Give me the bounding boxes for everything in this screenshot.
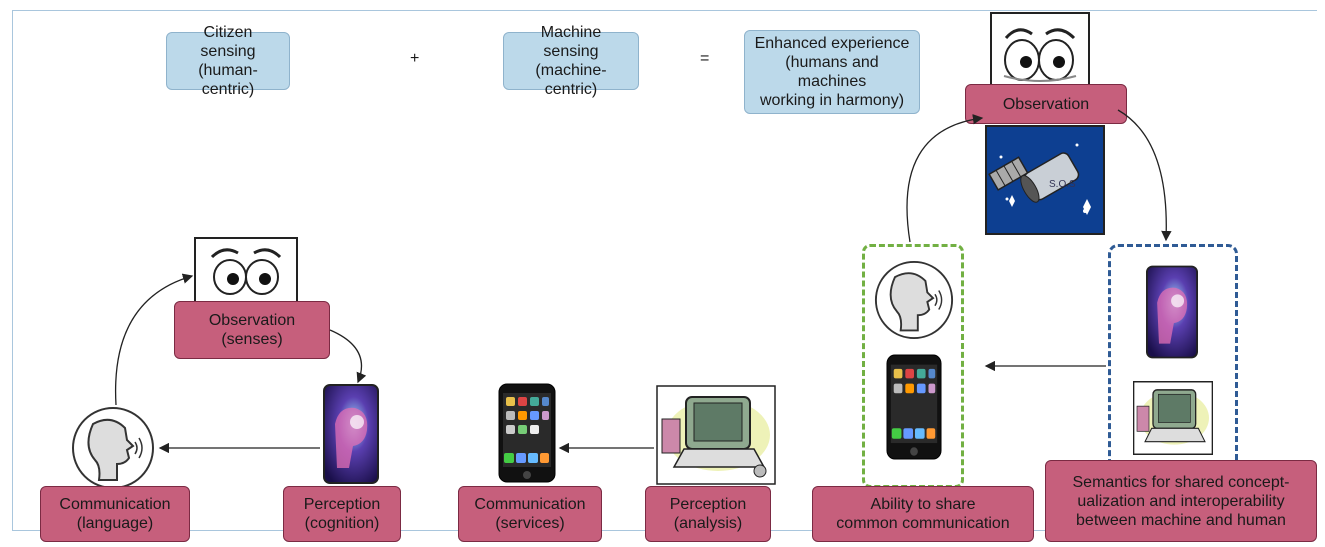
ability-line-2: common communication — [836, 515, 1010, 532]
semantics-line-3: between machine and human — [1076, 511, 1286, 529]
enhanced-line-1: Enhanced experience — [754, 35, 910, 52]
brain-head-icon — [323, 384, 379, 484]
diagram-frame — [12, 10, 1317, 530]
arrow-communication-to-observation — [114, 273, 194, 406]
eyes-icon — [210, 248, 282, 295]
ability-line-1: Ability to share — [870, 496, 976, 513]
communication-language-line-1: Communication — [59, 496, 171, 513]
ability-to-share-label: Ability to share common communication — [812, 486, 1034, 542]
perception-analysis-line-1: Perception — [669, 496, 747, 513]
observation-label-right: Observation — [965, 84, 1127, 124]
communication-services-line-1: Communication — [474, 496, 586, 513]
machine-sensing-box: Machine sensing (machine-centric) — [503, 24, 639, 98]
equals-sign: = — [700, 50, 710, 67]
communication-services-line-2: (services) — [495, 515, 565, 532]
semantics-label: Semantics for shared concept- ualization… — [1045, 460, 1317, 542]
enhanced-experience-box: Enhanced experience (humans and machines… — [744, 30, 920, 114]
perception-cognition-line-1: Perception — [303, 496, 381, 513]
eyes-panel-right — [990, 12, 1090, 94]
enhanced-line-3: working in harmony) — [759, 92, 905, 109]
observation-senses-line-1: Observation — [208, 312, 296, 329]
perception-cognition-line-2: (cognition) — [304, 515, 380, 532]
perception-analysis-line-2: (analysis) — [673, 515, 743, 532]
plus-sign: + — [410, 50, 420, 67]
communication-services-label: Communication (services) — [458, 486, 602, 542]
smartphone-icon — [498, 383, 556, 483]
semantics-line-2: ualization and interoperability — [1077, 492, 1285, 510]
head-profile-icon — [874, 260, 954, 340]
brain-head-icon — [1146, 265, 1198, 359]
arrow-observation-to-perception — [329, 329, 367, 384]
observation-senses-line-2: (senses) — [221, 331, 283, 348]
perception-analysis-label: Perception (analysis) — [645, 486, 771, 542]
machine-sensing-line-2: (machine-centric) — [535, 62, 607, 98]
satellite-label: S.O.S — [1049, 179, 1076, 190]
citizen-sensing-line-2: (human-centric) — [198, 62, 258, 98]
head-profile-icon — [72, 407, 154, 489]
satellite-panel: S.O.S — [985, 125, 1105, 235]
citizen-sensing-box: Citizen sensing (human-centric) — [166, 24, 290, 98]
machine-sensing-line-1: Machine sensing — [540, 24, 602, 60]
enhanced-line-2: (humans and machines — [785, 54, 879, 90]
communication-language-line-2: (language) — [76, 515, 154, 532]
computer-icon — [656, 385, 776, 485]
communication-language-label: Communication (language) — [40, 486, 190, 542]
smartphone-icon — [886, 354, 942, 460]
computer-icon — [1133, 381, 1213, 455]
perception-cognition-label: Perception (cognition) — [283, 486, 401, 542]
citizen-sensing-line-1: Citizen sensing — [200, 24, 256, 60]
satellite-icon: S.O.S — [987, 127, 1103, 233]
observation-senses-label: Observation (senses) — [174, 301, 330, 359]
arrow-observation-to-semantics — [1117, 109, 1172, 242]
semantics-line-1: Semantics for shared concept- — [1072, 473, 1290, 491]
arrow-shared-to-observation — [906, 114, 984, 243]
eyes-icon — [1003, 28, 1077, 82]
